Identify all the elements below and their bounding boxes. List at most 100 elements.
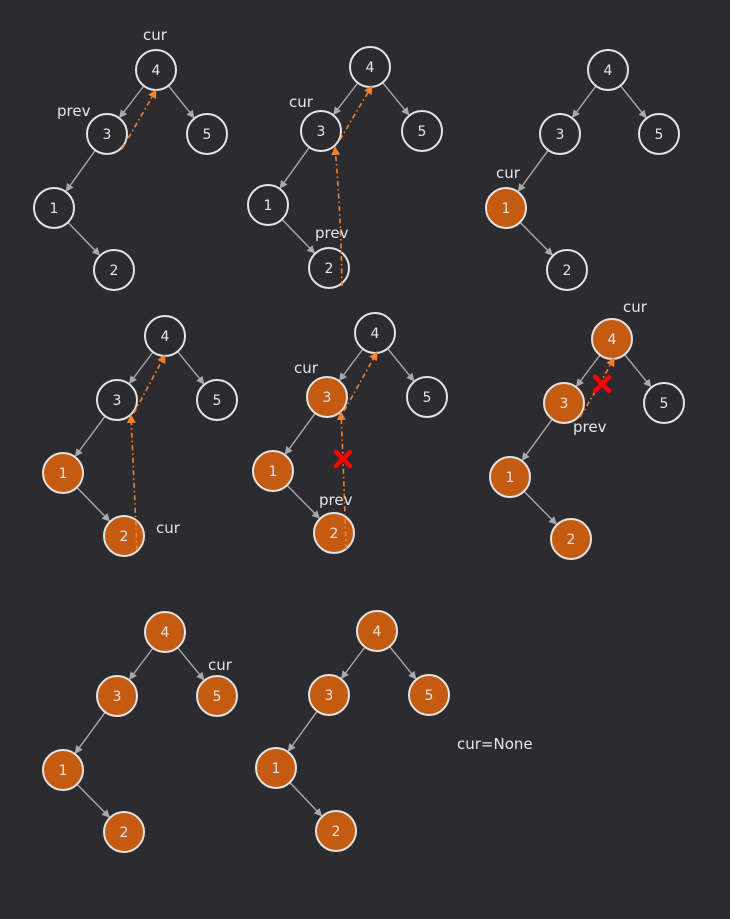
tree-edge-4-3: [119, 85, 145, 119]
node-circle: [308, 674, 350, 716]
node-value: 1: [59, 466, 68, 482]
tree-edge-1-2: [523, 490, 557, 525]
pointer-label-cur: cur: [623, 298, 648, 316]
node-value: 3: [317, 124, 326, 140]
node-circle: [638, 113, 680, 155]
node-circle: [401, 110, 443, 152]
tree-node-4: 4: [144, 611, 186, 653]
node-circle: [406, 376, 448, 418]
node-value: 2: [120, 529, 129, 545]
tree-node-3: 3: [300, 110, 342, 152]
tree-node-5: 5: [406, 376, 448, 418]
node-value: 5: [213, 689, 222, 705]
tree-node-2: 2: [550, 518, 592, 560]
node-value: 1: [50, 201, 59, 217]
node-value: 3: [556, 127, 565, 143]
node-value: 2: [563, 263, 572, 279]
tree-edge-3-1: [287, 710, 318, 752]
tree-node-3: 3: [86, 113, 128, 155]
node-circle: [300, 110, 342, 152]
thread-link-3-4: [343, 351, 378, 412]
tree-node-2: 2: [93, 249, 135, 291]
node-circle: [42, 749, 84, 791]
node-value: 1: [506, 470, 515, 486]
node-circle: [103, 811, 145, 853]
node-value: 2: [567, 532, 576, 548]
node-circle: [93, 249, 135, 291]
node-value: 1: [502, 201, 511, 217]
tree-node-4: 4: [587, 49, 629, 91]
pointer-label-prev: prev: [57, 102, 91, 120]
tree-node-2: 2: [103, 811, 145, 853]
node-value: 1: [264, 198, 273, 214]
tree-edge-1-2: [286, 484, 320, 519]
tree-node-3: 3: [96, 379, 138, 421]
tree-node-3: 3: [306, 376, 348, 418]
tree-edge-4-3: [575, 354, 601, 388]
pointer-label-cur: cur: [496, 164, 521, 182]
thread-link-3-4: [339, 85, 373, 141]
tree-node-4: 4: [135, 49, 177, 91]
tree-node-1: 1: [485, 187, 527, 229]
tree-node-5: 5: [196, 379, 238, 421]
node-circle: [255, 747, 297, 789]
node-value: 5: [203, 127, 212, 143]
node-circle: [86, 113, 128, 155]
node-value: 5: [213, 393, 222, 409]
tree-edge-3-1: [65, 149, 96, 192]
tree-node-3: 3: [308, 674, 350, 716]
node-value: 3: [113, 689, 122, 705]
node-circle: [252, 450, 294, 492]
tree-node-3: 3: [543, 382, 585, 424]
node-value: 5: [660, 396, 669, 412]
tree-node-5: 5: [401, 110, 443, 152]
tree-edge-3-1: [517, 149, 549, 192]
tree-edge-1-2: [281, 218, 316, 254]
tree-edge-4-5: [387, 348, 415, 382]
node-circle: [550, 518, 592, 560]
tree-node-5: 5: [196, 675, 238, 717]
tree-node-4: 4: [354, 312, 396, 354]
tree-node-4: 4: [356, 610, 398, 652]
tree-node-1: 1: [33, 187, 75, 229]
node-value: 5: [655, 127, 664, 143]
tree-edge-1-2: [76, 486, 111, 522]
tree-edge-4-3: [339, 348, 364, 382]
tree-node-4: 4: [349, 46, 391, 88]
thread-link-3-4: [121, 89, 157, 150]
tree-edge-4-3: [571, 85, 597, 118]
pointer-label-cur: cur: [156, 519, 181, 537]
node-circle: [543, 382, 585, 424]
tree-node-5: 5: [408, 674, 450, 716]
cur-none-label: cur=None: [457, 735, 533, 753]
node-circle: [546, 249, 588, 291]
node-circle: [489, 456, 531, 498]
node-circle: [96, 675, 138, 717]
node-circle: [643, 382, 685, 424]
tree-node-2: 2: [546, 249, 588, 291]
node-circle: [186, 113, 228, 155]
tree-node-1: 1: [42, 452, 84, 494]
node-value: 5: [418, 124, 427, 140]
step-panel-3: 4 3 5 1 2 cur: [485, 49, 680, 291]
pointer-label-prev: prev: [315, 224, 349, 242]
node-value: 4: [371, 326, 380, 342]
tree-edge-1-2: [67, 221, 101, 256]
tree-edge-4-5: [382, 82, 410, 116]
tree-edge-4-5: [177, 351, 205, 385]
tree-node-2: 2: [103, 515, 145, 557]
tree-node-1: 1: [255, 747, 297, 789]
node-circle: [247, 184, 289, 226]
tree-edge-3-1: [74, 711, 106, 754]
node-value: 1: [59, 763, 68, 779]
node-circle: [356, 610, 398, 652]
node-value: 2: [110, 263, 119, 279]
tree-node-4: 4: [144, 315, 186, 357]
pointer-label-cur: cur: [294, 359, 319, 377]
node-value: 3: [103, 127, 112, 143]
node-value: 1: [272, 761, 281, 777]
tree-node-5: 5: [643, 382, 685, 424]
